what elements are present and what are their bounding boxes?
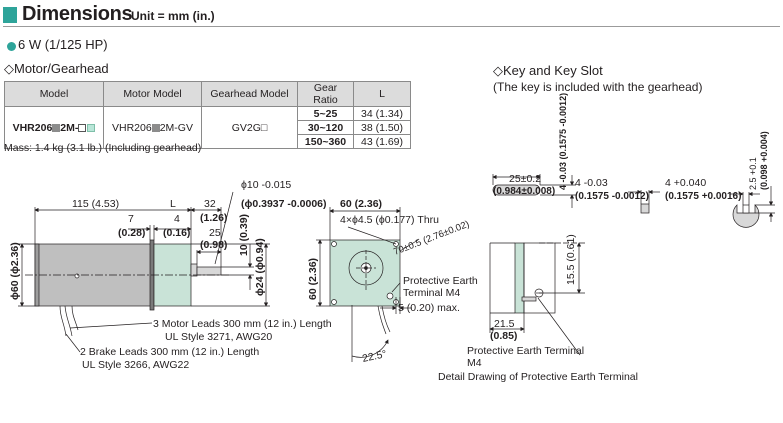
col-motor-model: Motor Model [103,81,202,107]
shaft-dia-in: (ϕ0.3937 -0.0006) [241,198,327,210]
dim-60-dia: ϕ60 (ϕ2.36) [9,242,21,300]
motor-gearhead-heading: ◇Motor/Gearhead [4,61,109,76]
model-prefix: VHR206 [12,121,53,134]
shaft-dia: ϕ10 -0.015 [241,179,291,191]
col-l: L [353,81,411,107]
key-slot-note: (The key is included with the gearhead) [493,80,703,94]
header-square-icon [3,7,17,23]
dim-L: L [170,198,176,210]
slot-0157: (0.1575 +0.0016) [665,191,741,202]
key-0984: (0.984±0.008) [493,186,555,197]
detail-15-5: 15.5 (0.61) [565,234,577,285]
motor-model-prefix: VHR206 [112,121,152,134]
dim-5: 5 (0.20) max. [398,302,460,314]
detail-m4: M4 [467,357,482,369]
slot-4: 4 +0.040 [665,177,706,189]
dim-32-in: (1.26) [200,212,227,224]
brake-leads-style: UL Style 3266, AWG22 [82,359,189,371]
dim-24: ϕ24 (ϕ0.94) [254,238,266,296]
key-slot [732,204,760,228]
key-25: 25±0.2 [509,173,541,185]
key-end [640,203,650,214]
detail-085: (0.85) [490,330,517,342]
front-60: 60 (2.36) [340,198,382,210]
page-title: Dimensions [22,3,133,25]
motor-leads: 3 Motor Leads 300 mm (12 in.) Length [153,318,332,330]
pe-label: Protective Earth [403,275,478,287]
bullet-icon [7,42,16,51]
dim-115: 115 (4.53) [72,198,119,210]
key-side [492,184,541,196]
detail-21-5: 21.5 [494,318,515,330]
power-rating: 6 W (1/125 HP) [18,37,108,52]
grey-square-icon [52,123,61,132]
key-4a: 4 -0.03 [575,177,608,189]
col-gear-ratio: Gear Ratio [297,81,354,107]
slot-0098: (0.098 +0.004) [759,131,769,190]
col-model: Model [4,81,104,107]
front-60-v: 60 (2.36) [307,258,319,300]
angle: 22.5° [361,348,388,365]
mass-note: Mass: 1.4 kg (3.1 lb.) (Including gearhe… [4,142,202,154]
unit-label: Unit = mm (in.) [131,9,215,23]
model-suffix: 2M- [60,121,79,134]
detail-pe: Protective Earth Terminal [467,345,584,357]
detail-caption: Detail Drawing of Protective Earth Termi… [438,371,638,383]
header-divider [3,26,780,27]
pe-terminal: Terminal M4 [403,287,460,299]
dim-7-in: (0.28) [118,227,145,239]
key-0157a: (0.1575 -0.0012) [575,191,649,202]
key-slot-heading: ◇Key and Key Slot [493,63,603,78]
motor-body [34,243,154,307]
dim-10: 10 (0.39) [238,214,250,256]
gearhead-model-cell: GV2G□ [201,106,298,149]
model-cell: VHR206 2M- [4,106,104,149]
dim-4: 4 [174,213,180,225]
motor-model-cell: VHR206 2M-GV [103,106,202,149]
output-shaft [196,266,222,276]
spec-table: Model Motor Model Gearhead Model Gear Ra… [4,81,411,149]
dim-4-in: (0.16) [163,227,190,239]
grey-square-icon [151,123,160,132]
motor-leads-style: UL Style 3271, AWG20 [165,331,272,343]
slot-25: 2.5 +0.1 [748,157,758,190]
thru-holes: 4×ϕ4.5 (ϕ0.177) Thru [340,214,439,226]
dim-7: 7 [128,213,134,225]
motor-model-suffix: 2M-GV [159,121,193,134]
dim-25: 25 [209,227,221,239]
ratio-cell: 150~360 [297,134,354,149]
col-gearhead-model: Gearhead Model [201,81,298,107]
dim-32: 32 [204,198,216,210]
l-cell: 43 (1.69) [353,134,411,149]
green-square-icon [87,123,96,132]
key-vert: 4 -0.03 (0.1575 -0.0012) [558,93,568,190]
brake-leads: 2 Brake Leads 300 mm (12 in.) Length [80,346,259,358]
empty-square-icon [78,123,87,132]
dim-25-in: (0.98) [200,239,227,251]
